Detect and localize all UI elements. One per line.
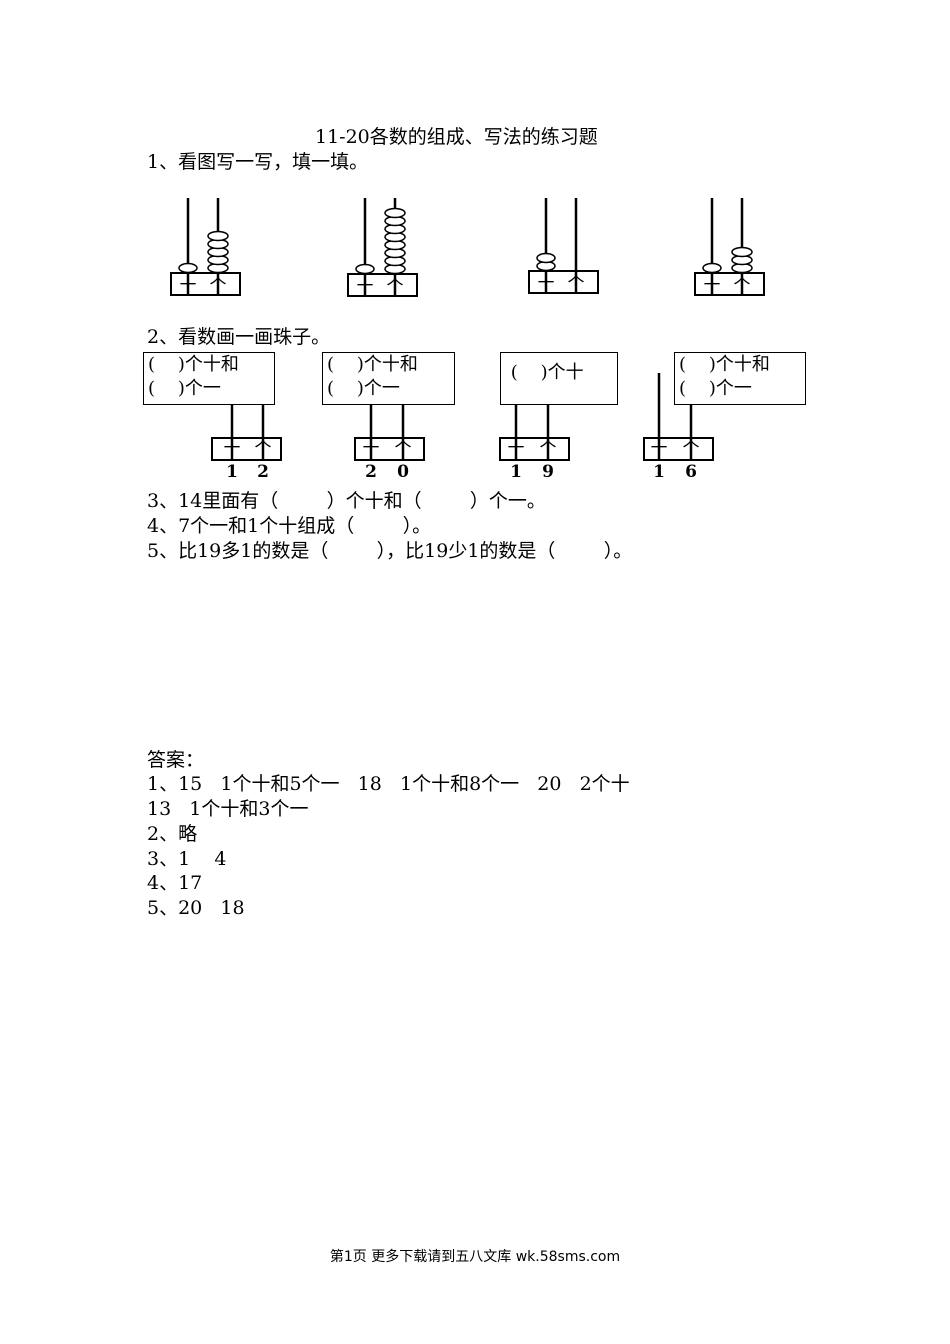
box-line: ( )个十和 [679,354,770,375]
abacus-base [643,437,714,461]
ones-label: 个 [387,277,404,297]
abacus-base [499,437,570,461]
tens-number: 1 [653,462,665,481]
answers-heading: 答案： [147,749,205,771]
tens-number: 1 [226,462,238,481]
abacus-base [528,270,599,294]
tens-number: 1 [510,462,522,481]
abacus-figures: 十个十个十个十个 [170,198,765,297]
page-footer: 第1页 更多下载请到五八文库 wk.58sms.com [329,1249,621,1265]
box-line: ( )个十 [505,362,584,383]
question-2-label: 2、看数画一画珠子。 [147,326,331,348]
bead [384,207,406,219]
abacus-base [694,272,765,296]
answer-line: 13 1个十和3个一 [147,798,309,820]
question-4: 4、7个一和1个十组成（ ）。 [147,515,432,537]
question-5: 5、比19多1的数是（ ），比19少1的数是（ ）。 [147,540,633,562]
tens-label: 十 [508,439,525,459]
box-line: ( )个一 [148,378,221,399]
bead [207,230,229,242]
tens-label: 十 [651,439,668,459]
abacus-base [211,437,282,461]
ones-number: 9 [542,462,554,481]
answer-box-1: ( )个十和 ( )个一 [143,352,275,405]
box-line: ( )个十和 [148,354,239,375]
bead [536,252,556,264]
answer-box-4: ( )个十和 ( )个一 [674,352,806,405]
abacus-base [170,272,241,296]
ones-label: 个 [395,439,412,459]
answer-line: 5、20 18 [147,897,245,919]
answer-line: 1、15 1个十和5个一 18 1个十和8个一 20 2个十 [147,773,630,795]
ones-label: 个 [683,439,700,459]
ones-number: 0 [397,462,409,481]
answer-line: 3、1 4 [147,848,227,870]
tens-number: 2 [365,462,377,481]
tens-label: 十 [224,439,241,459]
answer-box-3: ( )个十 [500,352,618,405]
answer-line: 2、略 [147,823,198,845]
answer-box-2: ( )个十和 ( )个一 [322,352,455,405]
question-1-label: 1、看图写一写，填一填。 [147,151,369,173]
tens-label: 十 [538,274,555,294]
ones-label: 个 [568,274,585,294]
box-line: ( )个一 [679,378,752,399]
ones-number: 2 [257,462,269,481]
tens-label: 十 [357,277,374,297]
ones-label: 个 [540,439,557,459]
ones-label: 个 [255,439,272,459]
question-3: 3、14里面有（ ）个十和（ ）个一。 [147,490,546,512]
box-line: ( )个一 [327,378,400,399]
ones-number: 6 [685,462,697,481]
tens-label: 十 [363,439,380,459]
box-line: ( )个十和 [327,354,418,375]
tens-label: 十 [704,276,721,296]
tens-label: 十 [180,276,197,296]
abacus-base [354,437,425,461]
abacus-base [347,273,418,297]
answer-line: 4、17 [147,872,203,894]
ones-label: 个 [734,276,751,296]
page-title: 11-20各数的组成、写法的练习题 [315,126,598,148]
bead [731,246,753,258]
ones-label: 个 [210,276,227,296]
